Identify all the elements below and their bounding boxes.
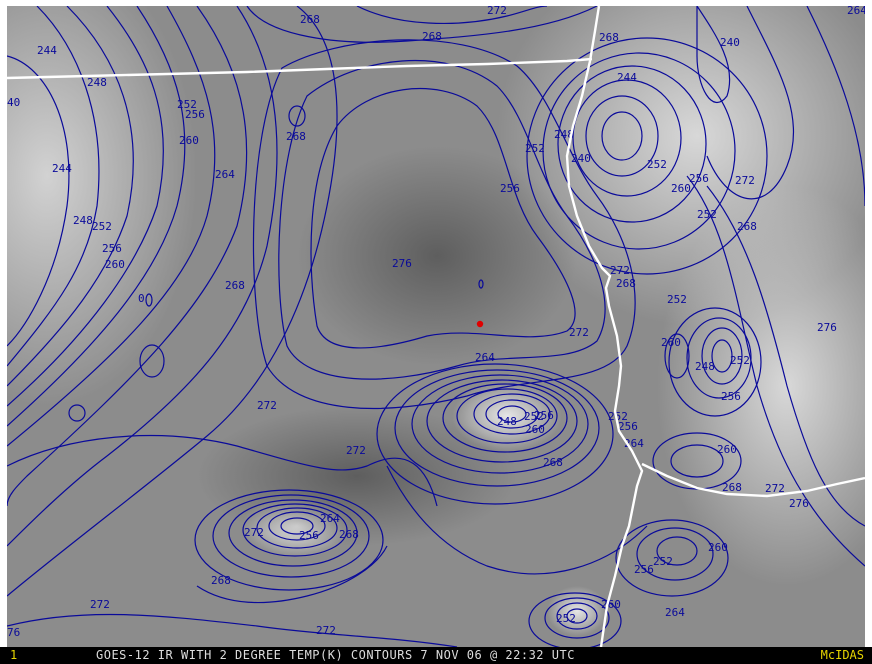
svg-text:268: 268 bbox=[616, 277, 636, 290]
svg-text:272: 272 bbox=[735, 174, 755, 187]
svg-text:252: 252 bbox=[525, 142, 545, 155]
svg-text:252: 252 bbox=[524, 410, 544, 423]
svg-text:256: 256 bbox=[185, 108, 205, 121]
svg-text:256: 256 bbox=[618, 420, 638, 433]
svg-text:276: 276 bbox=[817, 321, 837, 334]
svg-text:268: 268 bbox=[339, 528, 359, 541]
svg-text:240: 240 bbox=[720, 36, 740, 49]
svg-text:256: 256 bbox=[500, 182, 520, 195]
svg-text:272: 272 bbox=[90, 598, 110, 611]
svg-text:264: 264 bbox=[475, 351, 495, 364]
cold-spot-south bbox=[547, 586, 607, 636]
svg-text:260: 260 bbox=[179, 134, 199, 147]
svg-text:268: 268 bbox=[599, 31, 619, 44]
svg-text:248: 248 bbox=[695, 360, 715, 373]
svg-text:276: 276 bbox=[392, 257, 412, 270]
svg-text:0: 0 bbox=[138, 292, 145, 305]
svg-text:244: 244 bbox=[617, 71, 637, 84]
svg-text:252: 252 bbox=[92, 220, 112, 233]
svg-text:256: 256 bbox=[689, 172, 709, 185]
svg-text:272: 272 bbox=[765, 482, 785, 495]
svg-text:256: 256 bbox=[102, 242, 122, 255]
boundary-southeast bbox=[641, 462, 865, 498]
image-caption: GOES-12 IR WITH 2 DEGREE TEMP(K) CONTOUR… bbox=[96, 648, 575, 662]
svg-text:40: 40 bbox=[7, 96, 20, 109]
svg-text:248: 248 bbox=[73, 214, 93, 227]
warm-region-south bbox=[197, 406, 517, 546]
svg-text:272: 272 bbox=[487, 6, 507, 17]
svg-text:248: 248 bbox=[497, 415, 517, 428]
svg-text:244: 244 bbox=[52, 162, 72, 175]
svg-text:272: 272 bbox=[316, 624, 336, 637]
svg-text:272: 272 bbox=[346, 444, 366, 457]
warm-region-center bbox=[297, 146, 577, 366]
svg-text:252: 252 bbox=[697, 208, 717, 221]
station-marker[interactable] bbox=[476, 320, 484, 328]
svg-text:264: 264 bbox=[320, 512, 340, 525]
svg-text:260: 260 bbox=[708, 541, 728, 554]
frame-number: 1 bbox=[10, 648, 18, 662]
svg-text:252: 252 bbox=[667, 293, 687, 306]
cold-region-east bbox=[657, 186, 865, 586]
svg-text:248: 248 bbox=[87, 76, 107, 89]
svg-text:268: 268 bbox=[543, 456, 563, 469]
svg-text:272: 272 bbox=[569, 326, 589, 339]
svg-text:240: 240 bbox=[571, 152, 591, 165]
svg-text:260: 260 bbox=[661, 336, 681, 349]
svg-text:252: 252 bbox=[177, 98, 197, 111]
svg-text:256: 256 bbox=[634, 563, 654, 576]
svg-text:264: 264 bbox=[847, 6, 865, 17]
svg-text:268: 268 bbox=[300, 13, 320, 26]
svg-text:260: 260 bbox=[671, 182, 691, 195]
satellite-ir-map[interactable]: 244 248 252 256 260 264 244 248 252 256 … bbox=[7, 6, 865, 647]
svg-text:252: 252 bbox=[730, 354, 750, 367]
temperature-contours bbox=[7, 6, 865, 647]
boundary-north bbox=[7, 57, 593, 80]
boundary-east bbox=[565, 6, 644, 647]
svg-text:268: 268 bbox=[286, 130, 306, 143]
svg-text:272: 272 bbox=[610, 264, 630, 277]
status-bar: 1 GOES-12 IR WITH 2 DEGREE TEMP(K) CONTO… bbox=[0, 647, 872, 664]
svg-text:268: 268 bbox=[211, 574, 231, 587]
svg-text:260: 260 bbox=[105, 258, 125, 271]
svg-text:260: 260 bbox=[601, 598, 621, 611]
svg-text:260: 260 bbox=[717, 443, 737, 456]
svg-text:264: 264 bbox=[215, 168, 235, 181]
svg-text:256: 256 bbox=[534, 409, 554, 422]
svg-text:256: 256 bbox=[299, 529, 319, 542]
svg-text:276: 276 bbox=[789, 497, 809, 510]
svg-text:248: 248 bbox=[554, 128, 574, 141]
svg-text:252: 252 bbox=[653, 555, 673, 568]
brand-label: McIDAS bbox=[820, 648, 864, 662]
svg-text:256: 256 bbox=[721, 390, 741, 403]
svg-text:268: 268 bbox=[422, 30, 442, 43]
svg-text:260: 260 bbox=[525, 423, 545, 436]
state-boundaries bbox=[7, 6, 865, 647]
svg-text:252: 252 bbox=[608, 410, 628, 423]
svg-text:268: 268 bbox=[737, 220, 757, 233]
contour-labels: 244 248 252 256 260 264 244 248 252 256 … bbox=[7, 6, 865, 639]
svg-text:252: 252 bbox=[647, 158, 667, 171]
svg-text:268: 268 bbox=[225, 279, 245, 292]
svg-text:252: 252 bbox=[556, 612, 576, 625]
svg-text:76: 76 bbox=[7, 626, 20, 639]
svg-text:272: 272 bbox=[244, 526, 264, 539]
svg-text:244: 244 bbox=[37, 44, 57, 57]
svg-text:268: 268 bbox=[722, 481, 742, 494]
svg-text:264: 264 bbox=[665, 606, 685, 619]
svg-text:272: 272 bbox=[257, 399, 277, 412]
